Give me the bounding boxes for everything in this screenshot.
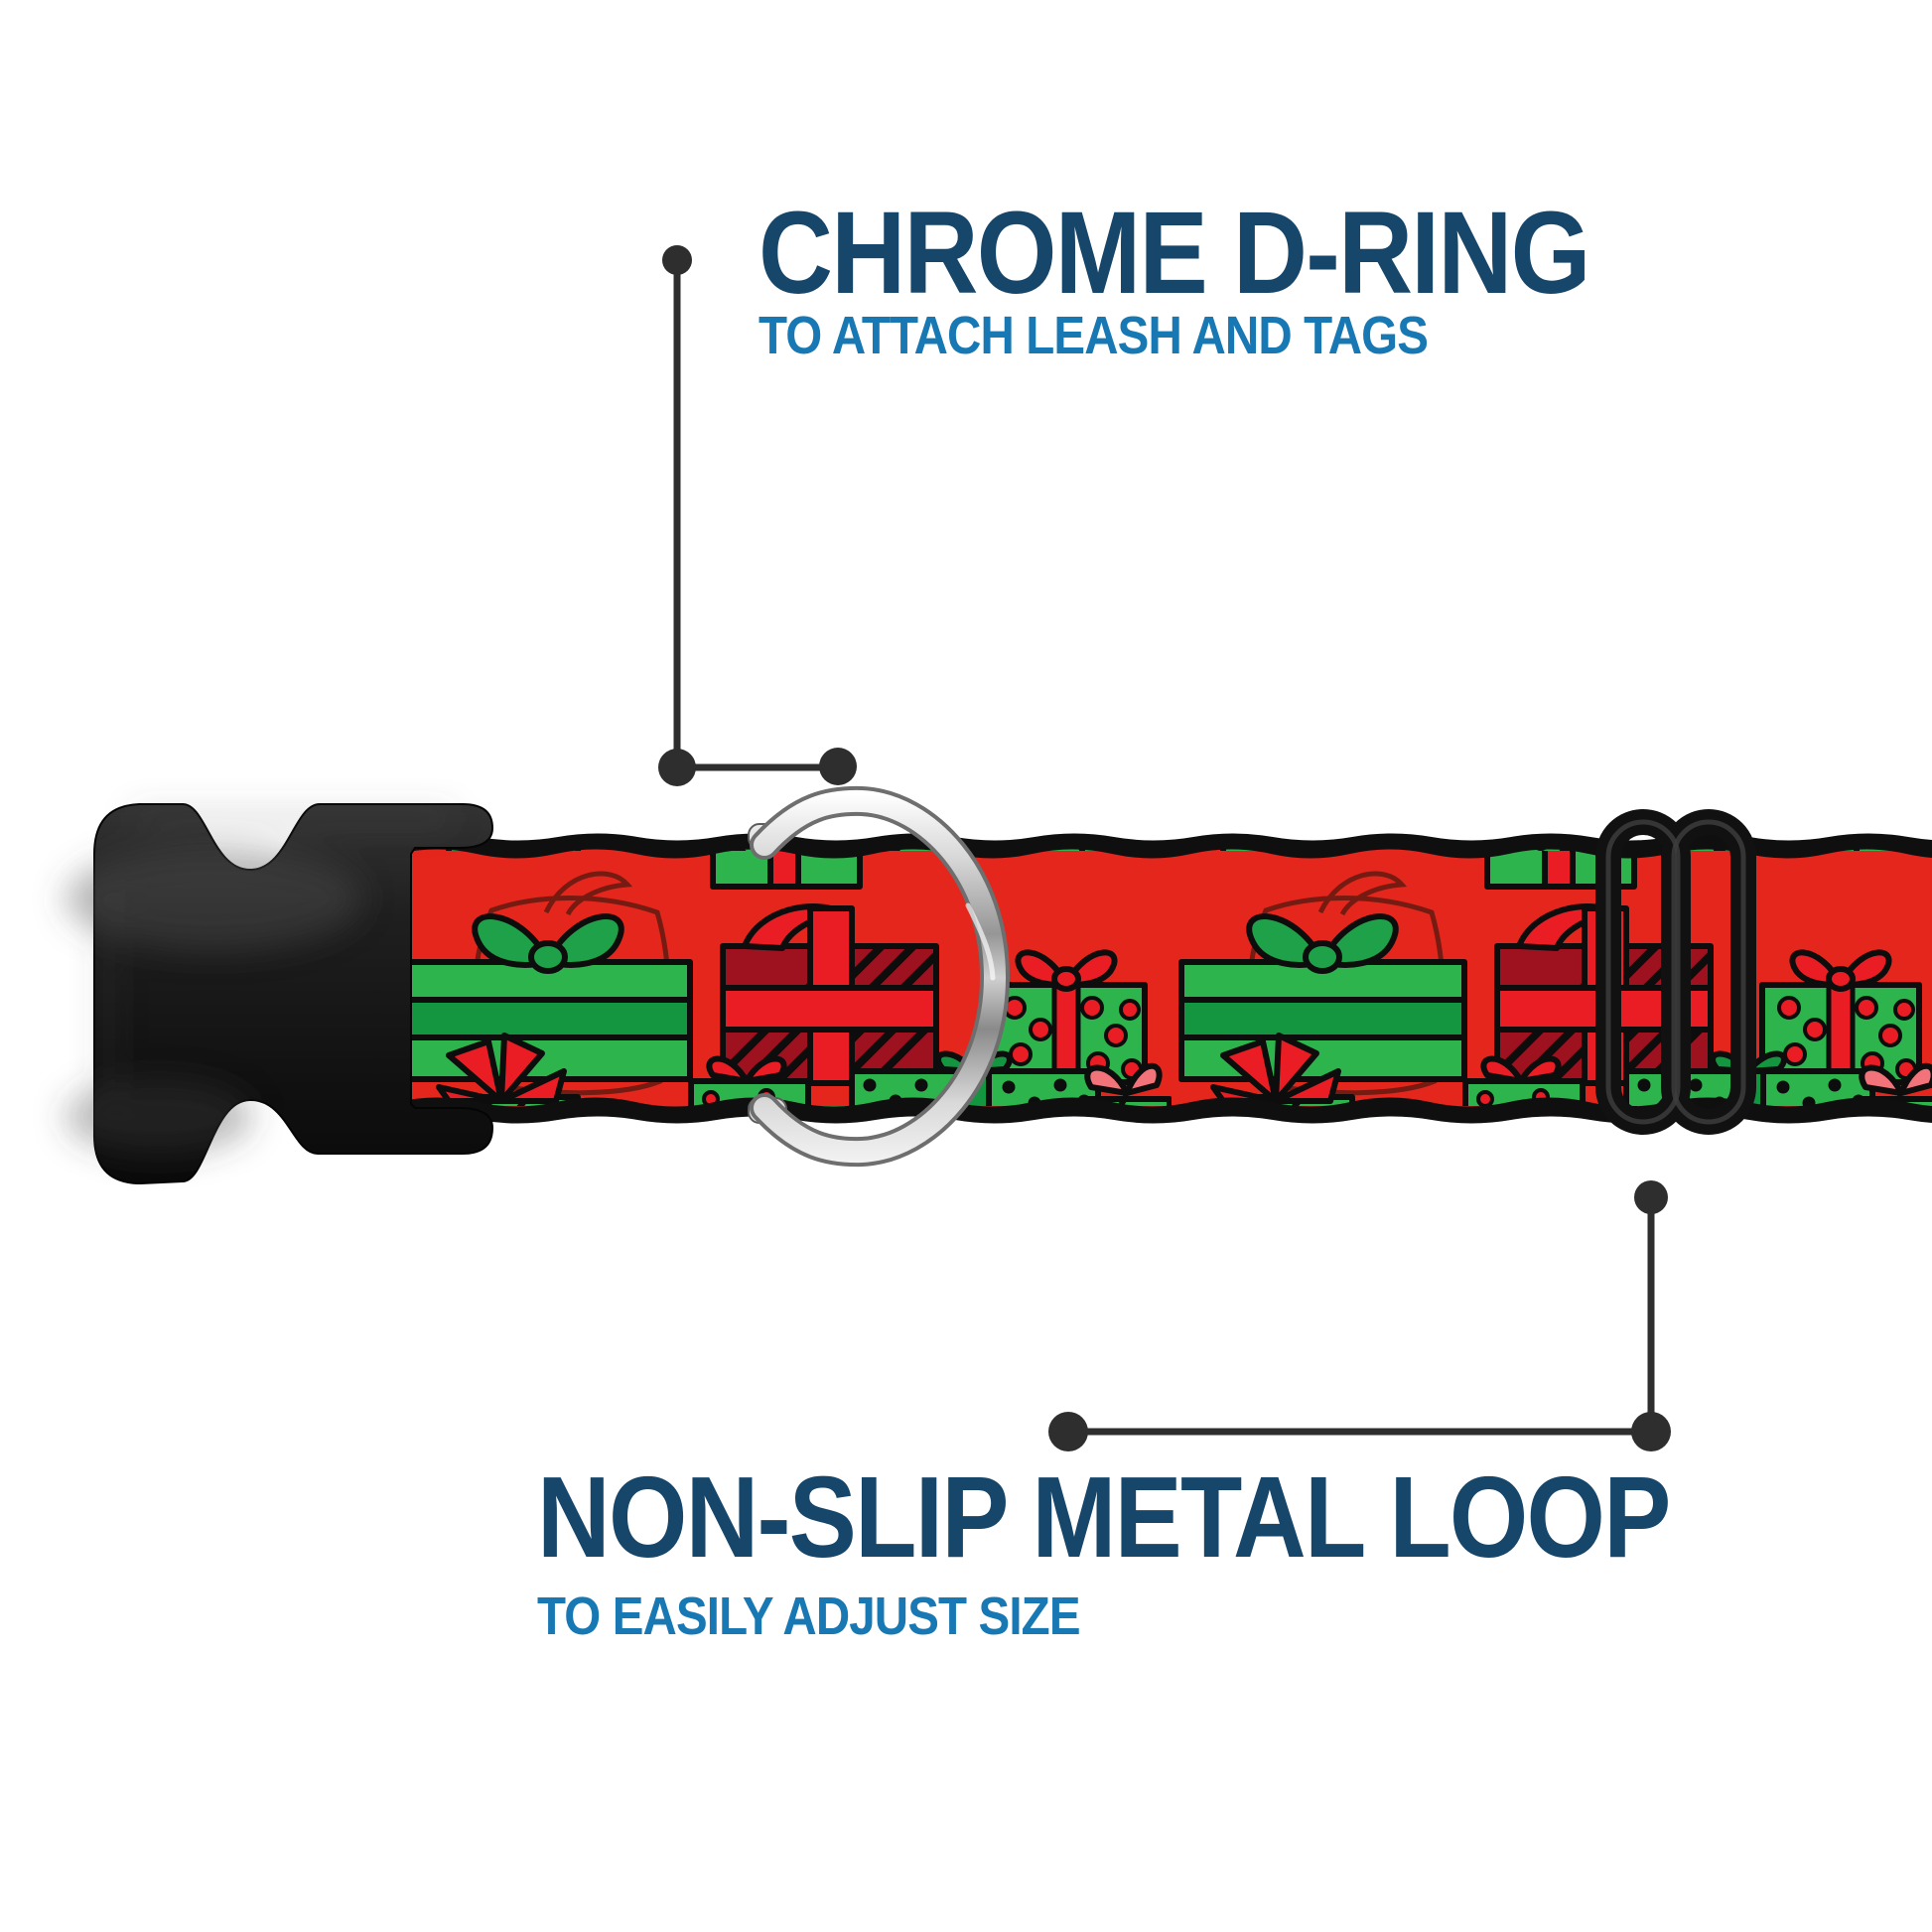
- top-callout-title: CHROME D-RING: [759, 188, 1590, 319]
- callout-dot: [1048, 1412, 1088, 1451]
- callout-dot: [662, 245, 692, 275]
- callout-dot: [658, 749, 696, 786]
- top-callout-subtitle: TO ATTACH LEASH AND TAGS: [759, 306, 1429, 365]
- bottom-callout-subtitle: TO EASILY ADJUST SIZE: [537, 1587, 1081, 1646]
- callout-dot: [1631, 1412, 1671, 1451]
- callout-top-leader: [658, 245, 857, 786]
- callout-dot: [819, 748, 857, 785]
- metal-adjuster-loop: [1595, 809, 1756, 1135]
- collar-webbing: [397, 833, 1932, 1124]
- buckle-sheen: [65, 814, 452, 1155]
- webbing-pattern: [397, 849, 1932, 1107]
- chrome-d-ring: [750, 785, 1011, 1168]
- callout-dot: [1634, 1180, 1668, 1214]
- side-release-buckle: [65, 803, 494, 1185]
- bottom-callout-title: NON-SLIP METAL LOOP: [537, 1452, 1671, 1582]
- callout-bottom-leader: [1048, 1180, 1671, 1451]
